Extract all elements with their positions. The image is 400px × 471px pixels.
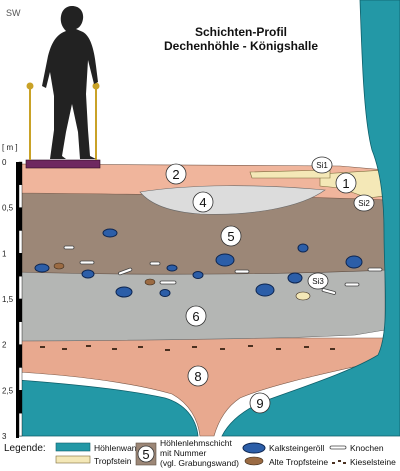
scale-segment [18, 413, 23, 437]
axis-tick-label: 2,5 [2, 386, 14, 395]
layer-6-area [17, 267, 386, 342]
person-silhouette [42, 6, 98, 159]
legend-swatch-limestone [242, 442, 266, 454]
legend-swatch-bones [329, 445, 347, 450]
axis-tick-label: 0,5 [2, 204, 14, 213]
layer-number-4: 4 [199, 195, 206, 210]
layer-circle-9 [249, 392, 271, 414]
legend-label-bones: Knochen [350, 443, 384, 453]
scale-segment [18, 207, 23, 231]
legend: Legende: Höhlenwand Tropfstein 5 Höhlenl… [4, 438, 396, 468]
legend-label-loam-line-2: mit Nummer [160, 448, 206, 458]
legend-label-cave-wall: Höhlenwand [94, 443, 142, 453]
layer-number-6: 6 [192, 309, 199, 324]
scale-segment [18, 184, 23, 208]
sublayer-label-si1: Si1 [316, 161, 328, 170]
layer-number-8: 8 [194, 369, 201, 384]
scale-segment [18, 298, 23, 322]
layer-circle-2 [165, 163, 187, 185]
legend-swatch-cave-wall [55, 442, 91, 452]
scale-figure [25, 6, 101, 169]
limestone-boulders [34, 228, 363, 298]
scale-segment [18, 276, 23, 300]
legend-label-old-flowstones: Alte Tropfsteine [269, 457, 328, 467]
axis-tick-label: 0 [2, 158, 7, 167]
axis-tick-label: 3 [2, 432, 7, 441]
layer-circle-8 [187, 365, 209, 387]
scale-segment [18, 230, 23, 254]
legend-title: Legende: [4, 443, 46, 454]
legend-label-loam-line-1: Höhlenlehmschicht [160, 438, 232, 448]
layer-circle-6 [185, 305, 207, 327]
cave-wall-left [17, 379, 199, 437]
corner-label-sw: SW [6, 8, 21, 18]
sublayer-circle-si3 [307, 272, 329, 290]
legend-label-loam-line-3: (vgl. Grabungswand) [160, 458, 239, 468]
legend-number-circle [137, 445, 155, 463]
title-line-2: Dechenhöhle - Königshalle [164, 39, 318, 53]
scale-segment [18, 367, 23, 391]
layer-8-area [17, 337, 386, 437]
layer-number-1: 1 [342, 176, 349, 191]
scale-segment [18, 344, 23, 368]
axis-unit: [ m ] [2, 143, 18, 152]
measuring-pole-left [26, 82, 34, 160]
sublayer-label-si3: Si3 [312, 277, 324, 286]
axis-tick-label: 1,5 [2, 295, 14, 304]
layer-number-5: 5 [227, 229, 234, 244]
profile-section [17, 163, 386, 437]
legend-number-label: 5 [142, 447, 149, 462]
sublayer-circle-si2 [353, 194, 375, 212]
scale-segment [18, 161, 23, 185]
scale-segment [18, 253, 23, 277]
measuring-pole-right [92, 82, 100, 160]
flowstone-band [249, 169, 331, 179]
layer-number-2: 2 [172, 167, 179, 182]
old-flowstone-fragments [53, 262, 311, 301]
legend-swatch-old-flowstones [244, 456, 264, 466]
axis-tick-label: 1 [2, 249, 7, 258]
axis-tick-label: 2 [2, 341, 7, 350]
legend-label-pebbles: Kieselsteine [350, 457, 396, 467]
depth-scale: [ m ] 0 0,5 1 1,5 2 2,5 3 [2, 143, 23, 441]
pebble-row [40, 345, 335, 351]
legend-label-limestone: Kalksteingeröll [269, 443, 324, 453]
layer-circle-5 [220, 225, 242, 247]
layer-circle-4 [192, 191, 214, 213]
legend-swatch-flowstone [55, 455, 91, 464]
platform [25, 159, 101, 169]
sublayer-label-si2: Si2 [358, 199, 370, 208]
legend-label-flowstone: Tropfstein [94, 456, 132, 466]
layer-number-9: 9 [256, 396, 263, 411]
layer-4-lens [139, 185, 326, 215]
legend-swatch-pebbles [332, 460, 346, 464]
scale-segment [18, 321, 23, 345]
sublayer-circle-si1 [311, 156, 333, 174]
title-line-1: Schichten-Profil [195, 25, 287, 39]
scale-segment [18, 390, 23, 414]
layer-labels: 1 2 4 5 6 8 9 [165, 163, 357, 414]
bones [63, 245, 383, 295]
layer-circle-1 [335, 172, 357, 194]
